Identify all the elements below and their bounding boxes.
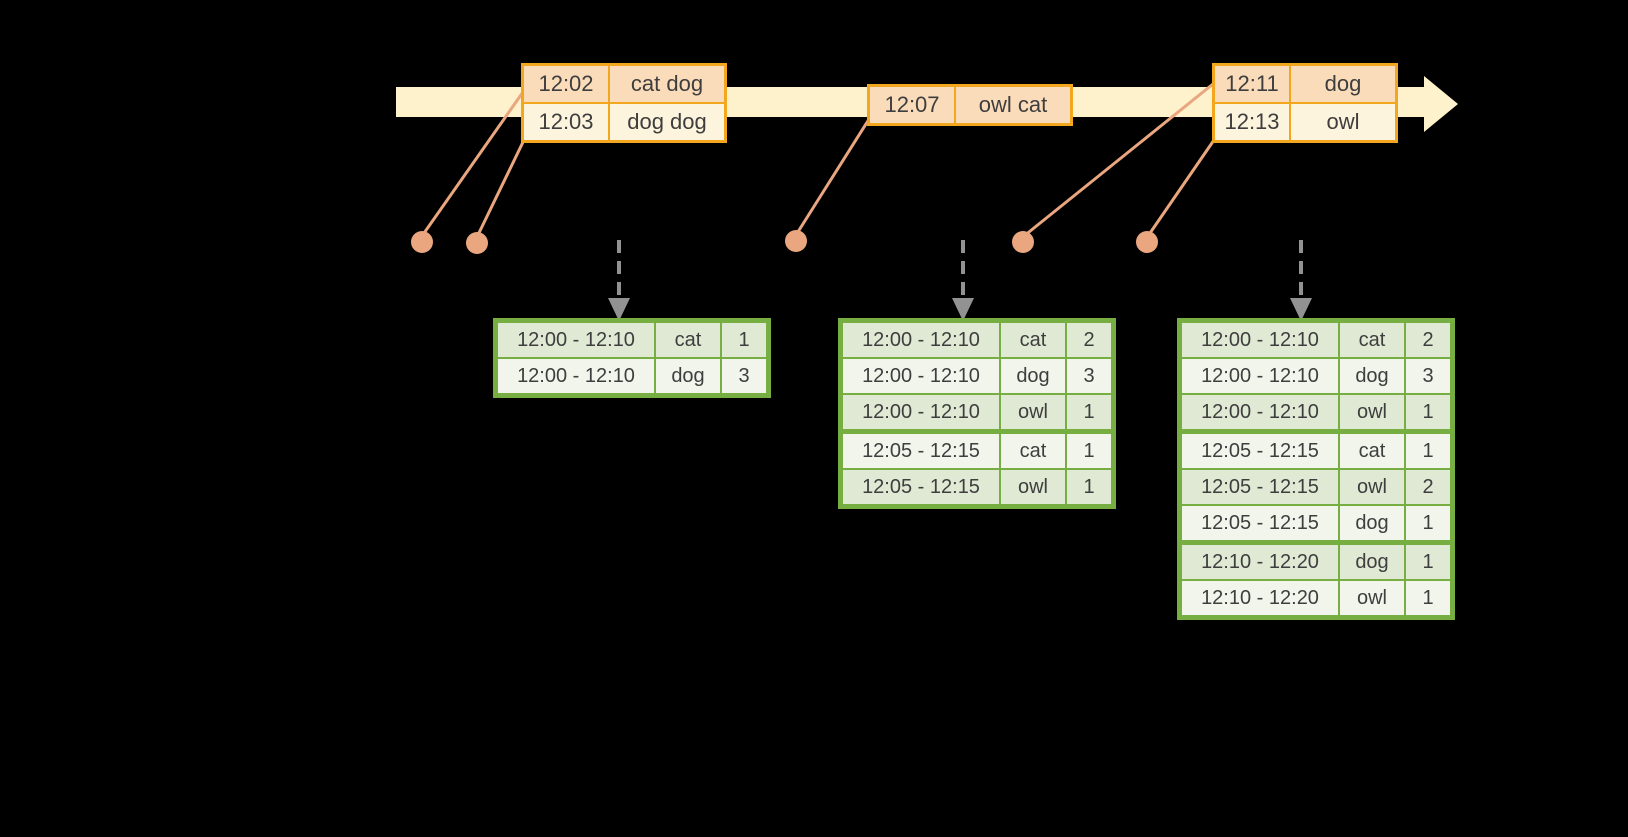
event-box-2: 12:07 owl cat (867, 84, 1073, 126)
table-row: 12:00 - 12:10 cat 2 (839, 319, 1115, 359)
table-row: 12:05 - 12:15 dog 1 (1178, 504, 1454, 544)
connector-line (1146, 138, 1216, 238)
window-cell: 12:05 - 12:15 (1178, 429, 1340, 470)
event-dot-icon (466, 232, 488, 254)
count-cell: 3 (1404, 357, 1454, 395)
word-cell: dog (654, 357, 722, 397)
word-cell: dog (1338, 540, 1406, 581)
event-time: 12:13 (1215, 104, 1289, 140)
word-cell: owl (999, 393, 1067, 433)
table-row: 12:05 - 12:15 cat 1 (1178, 429, 1454, 470)
word-cell: owl (1338, 393, 1406, 433)
connector-line (794, 114, 873, 237)
event-words: dog (1291, 66, 1395, 102)
word-cell: owl (1338, 468, 1406, 506)
table-row: 12:10 - 12:20 dog 1 (1178, 540, 1454, 581)
window-cell: 12:00 - 12:10 (839, 357, 1001, 395)
count-cell: 1 (1065, 468, 1115, 508)
result-arrowhead-icon (608, 298, 630, 321)
event-time: 12:07 (870, 87, 954, 123)
word-cell: dog (1338, 504, 1406, 544)
event-words: owl cat (956, 87, 1070, 123)
window-cell: 12:00 - 12:10 (494, 357, 656, 397)
window-cell: 12:00 - 12:10 (839, 393, 1001, 433)
event-dot-icon (411, 231, 433, 253)
table-row: 12:00 - 12:10 cat 2 (1178, 319, 1454, 359)
window-cell: 12:10 - 12:20 (1178, 579, 1340, 619)
event-dot-icon (1012, 231, 1034, 253)
count-cell: 1 (1404, 579, 1454, 619)
window-cell: 12:05 - 12:15 (1178, 468, 1340, 506)
window-cell: 12:00 - 12:10 (1178, 393, 1340, 433)
table-row: 12:00 - 12:10 dog 3 (1178, 357, 1454, 395)
word-cell: cat (999, 319, 1067, 359)
table-row: 12:10 - 12:20 owl 1 (1178, 579, 1454, 619)
table-row: 12:05 - 12:15 owl 1 (839, 468, 1115, 508)
result-table-2: 12:00 - 12:10 cat 2 12:00 - 12:10 dog 3 … (838, 318, 1116, 509)
event-row: 12:13 owl (1215, 104, 1395, 140)
result-table-1: 12:00 - 12:10 cat 1 12:00 - 12:10 dog 3 (493, 318, 771, 398)
event-words: owl (1291, 104, 1395, 140)
window-cell: 12:05 - 12:15 (839, 468, 1001, 508)
window-cell: 12:00 - 12:10 (494, 319, 656, 359)
window-cell: 12:10 - 12:20 (1178, 540, 1340, 581)
word-cell: cat (1338, 319, 1406, 359)
window-cell: 12:05 - 12:15 (1178, 504, 1340, 544)
event-dot-icon (785, 230, 807, 252)
event-row: 12:11 dog (1215, 66, 1395, 102)
count-cell: 1 (1404, 504, 1454, 544)
event-box-1: 12:02 cat dog 12:03 dog dog (521, 63, 727, 143)
count-cell: 1 (1404, 429, 1454, 470)
count-cell: 1 (1065, 393, 1115, 433)
count-cell: 1 (720, 319, 770, 359)
event-time: 12:11 (1215, 66, 1289, 102)
result-arrowhead-icon (952, 298, 974, 321)
word-cell: dog (999, 357, 1067, 395)
event-box-3: 12:11 dog 12:13 owl (1212, 63, 1398, 143)
count-cell: 1 (1404, 393, 1454, 433)
result-table-3: 12:00 - 12:10 cat 2 12:00 - 12:10 dog 3 … (1177, 318, 1455, 620)
word-cell: cat (654, 319, 722, 359)
count-cell: 2 (1404, 319, 1454, 359)
count-cell: 2 (1404, 468, 1454, 506)
count-cell: 1 (1404, 540, 1454, 581)
count-cell: 1 (1065, 429, 1115, 470)
event-dot-icon (1136, 231, 1158, 253)
table-row: 12:00 - 12:10 dog 3 (839, 357, 1115, 395)
event-words: dog dog (610, 104, 724, 140)
result-arrowhead-icon (1290, 298, 1312, 321)
word-cell: owl (1338, 579, 1406, 619)
connector-line (1022, 82, 1215, 238)
window-cell: 12:00 - 12:10 (1178, 319, 1340, 359)
event-row: 12:07 owl cat (870, 87, 1070, 123)
table-row: 12:00 - 12:10 cat 1 (494, 319, 770, 359)
count-cell: 3 (720, 357, 770, 397)
table-row: 12:00 - 12:10 owl 1 (1178, 393, 1454, 433)
count-cell: 3 (1065, 357, 1115, 395)
word-cell: cat (1338, 429, 1406, 470)
table-row: 12:00 - 12:10 dog 3 (494, 357, 770, 397)
table-row: 12:05 - 12:15 owl 2 (1178, 468, 1454, 506)
connector-line (420, 90, 525, 238)
word-cell: cat (999, 429, 1067, 470)
event-time: 12:03 (524, 104, 608, 140)
event-row: 12:03 dog dog (524, 104, 724, 140)
window-cell: 12:00 - 12:10 (1178, 357, 1340, 395)
count-cell: 2 (1065, 319, 1115, 359)
window-cell: 12:00 - 12:10 (839, 319, 1001, 359)
table-row: 12:00 - 12:10 owl 1 (839, 393, 1115, 433)
word-cell: dog (1338, 357, 1406, 395)
word-cell: owl (999, 468, 1067, 508)
connector-line (475, 138, 526, 239)
event-time: 12:02 (524, 66, 608, 102)
table-row: 12:05 - 12:15 cat 1 (839, 429, 1115, 470)
event-row: 12:02 cat dog (524, 66, 724, 102)
window-cell: 12:05 - 12:15 (839, 429, 1001, 470)
event-words: cat dog (610, 66, 724, 102)
